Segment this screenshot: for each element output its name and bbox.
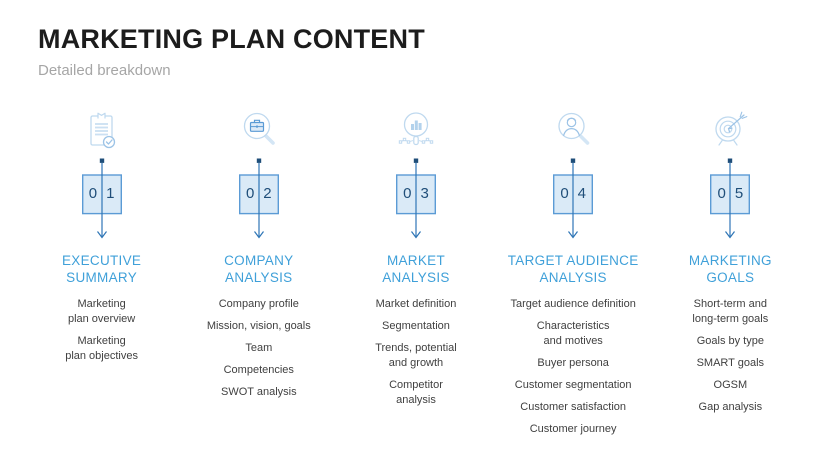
step-heading: COMPANY ANALYSIS [224,253,294,285]
list-item: Target audience definition [510,298,636,310]
list-item: Short-term and long-term goals [692,298,769,325]
step-connector: 0 3 [394,158,438,244]
list-item: Market definition [375,298,457,310]
step-digit: 0 [245,185,255,202]
page-title: MARKETING PLAN CONTENT [38,24,425,54]
step-items: Market definition Segmentation Trends, p… [375,297,457,415]
list-item: Customer journey [529,422,617,435]
page-subtitle: Detailed breakdown [38,62,171,79]
list-item: Goals by type [696,334,764,347]
clipboard-check-icon [79,110,125,154]
step-number: 0 3 [394,186,438,202]
step-number: 0 5 [708,186,752,202]
list-item: SMART goals [696,356,765,369]
list-item: Customer segmentation [514,378,632,391]
step-column-marketing-goals: 0 5 MARKETING GOALS Short-term and long-… [652,110,809,444]
step-connector: 0 1 [80,158,124,244]
list-item: Gap analysis [698,400,763,413]
list-item: Customer satisfaction [520,400,627,413]
step-column-company-analysis: 0 2 COMPANY ANALYSIS Company profile Mis… [180,110,337,444]
list-item: Team [245,341,273,354]
step-column-market-analysis: 0 3 MARKET ANALYSIS Market definition Se… [337,110,494,444]
list-item: Buyer persona [537,356,609,369]
step-items: Company profile Mission, vision, goals T… [207,297,311,407]
step-number: 0 1 [80,186,124,202]
list-item: SWOT analysis [220,385,297,398]
step-digit: 5 [734,185,744,202]
steps-row: 0 1 EXECUTIVE SUMMARY Marketing plan ove… [23,110,809,444]
step-heading: TARGET AUDIENCE ANALYSIS [507,253,639,285]
step-column-executive-summary: 0 1 EXECUTIVE SUMMARY Marketing plan ove… [23,110,180,444]
step-digit: 3 [420,185,429,202]
person-search-icon [550,110,596,154]
step-digit: 0 [88,185,98,202]
step-items: Marketing plan overview Marketing plan o… [65,297,138,371]
step-heading: MARKET ANALYSIS [382,253,450,285]
chart-search-icon [393,110,439,154]
list-item: OGSM [713,378,748,391]
list-item: Competencies [223,363,294,376]
step-number: 0 4 [551,186,595,202]
list-item: Competitor analysis [389,378,443,406]
step-digit: 0 [560,185,569,202]
target-arrow-icon [707,110,753,154]
step-heading: MARKETING GOALS [688,253,772,285]
step-digit: 1 [106,185,115,202]
step-digit: 0 [403,185,412,202]
list-item: Marketing plan objectives [65,334,138,362]
list-item: Characteristics and motives [536,319,610,347]
step-digit: 0 [717,185,726,202]
step-digit: 2 [263,185,272,202]
step-connector: 0 5 [708,158,752,244]
briefcase-search-icon [236,110,282,154]
list-item: Segmentation [382,319,450,332]
step-items: Target audience definition Characteristi… [510,297,635,444]
step-connector: 0 4 [551,158,595,244]
step-number: 0 2 [237,186,281,202]
step-connector: 0 2 [237,158,281,244]
step-heading: EXECUTIVE SUMMARY [61,253,142,285]
list-item: Trends, potential and growth [375,341,457,369]
list-item: Marketing plan overview [67,298,136,325]
step-column-target-audience-analysis: 0 4 TARGET AUDIENCE ANALYSIS Target audi… [495,110,652,444]
list-item: Company profile [218,298,299,310]
step-digit: 4 [577,185,586,202]
step-items: Short-term and long-term goals Goals by … [692,297,768,422]
list-item: Mission, vision, goals [206,319,311,332]
